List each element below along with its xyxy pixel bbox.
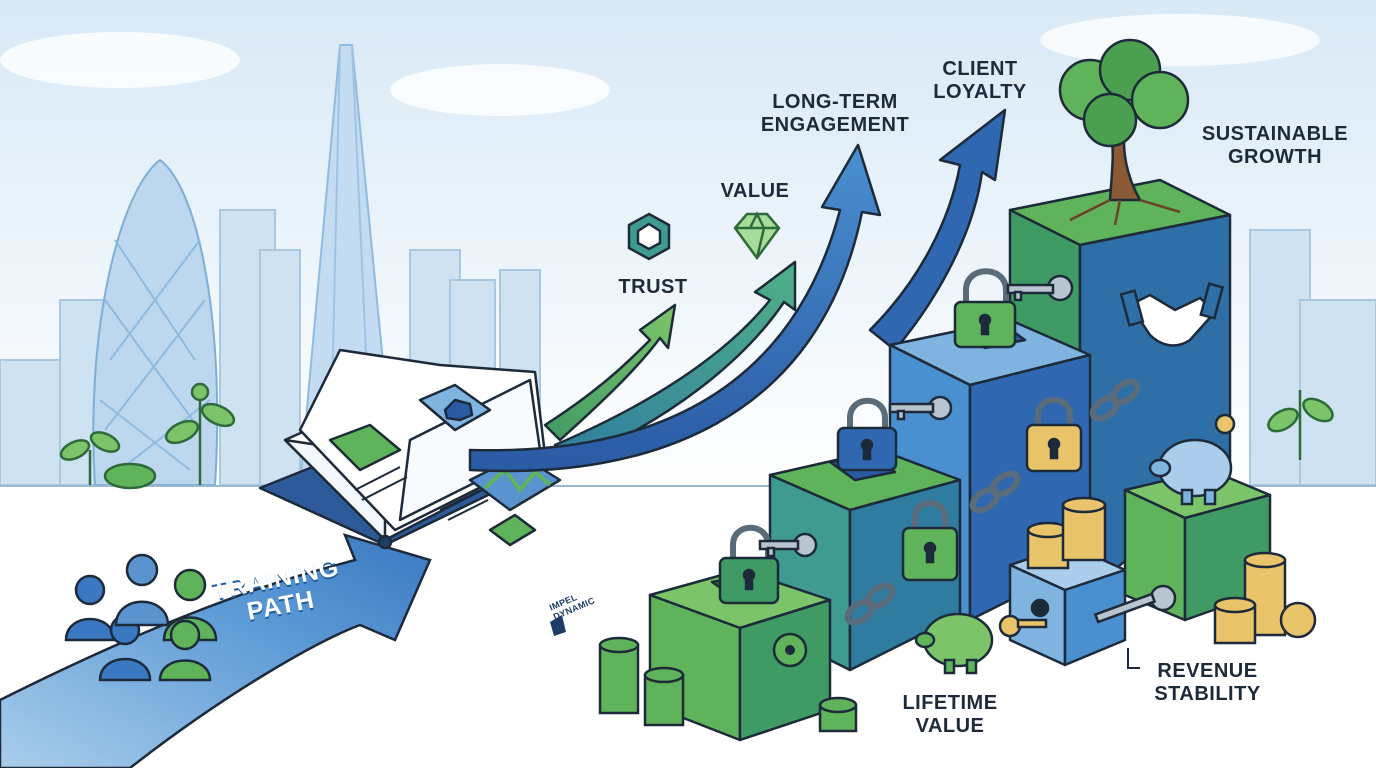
loyalty-arrow xyxy=(868,108,1007,352)
padlock-icon xyxy=(718,268,1083,605)
hexagon-gem-icon xyxy=(627,212,671,261)
trust-label: TRUST xyxy=(618,276,688,298)
revenue-bracket xyxy=(1127,648,1140,669)
clouds xyxy=(0,14,1320,116)
value-arrow xyxy=(553,260,797,462)
brand-logo xyxy=(550,615,566,636)
coin-stack-icon xyxy=(598,496,1317,733)
tree-icon xyxy=(1058,38,1190,226)
sprout-icon xyxy=(59,382,1334,490)
chain-link-icon xyxy=(772,378,1141,668)
piggy-bank-icon xyxy=(914,413,1236,675)
engagement-block xyxy=(888,318,1092,622)
trust-arrow xyxy=(543,303,677,442)
growth-arrows xyxy=(468,108,1007,473)
training-path-arrow xyxy=(0,533,432,768)
diamond-icon xyxy=(733,211,781,261)
handshake-icon xyxy=(1119,282,1225,347)
value-label: VALUE xyxy=(720,180,790,202)
people-icon xyxy=(64,553,218,682)
key-icon xyxy=(758,274,1177,638)
engagement-arrow xyxy=(468,143,882,473)
